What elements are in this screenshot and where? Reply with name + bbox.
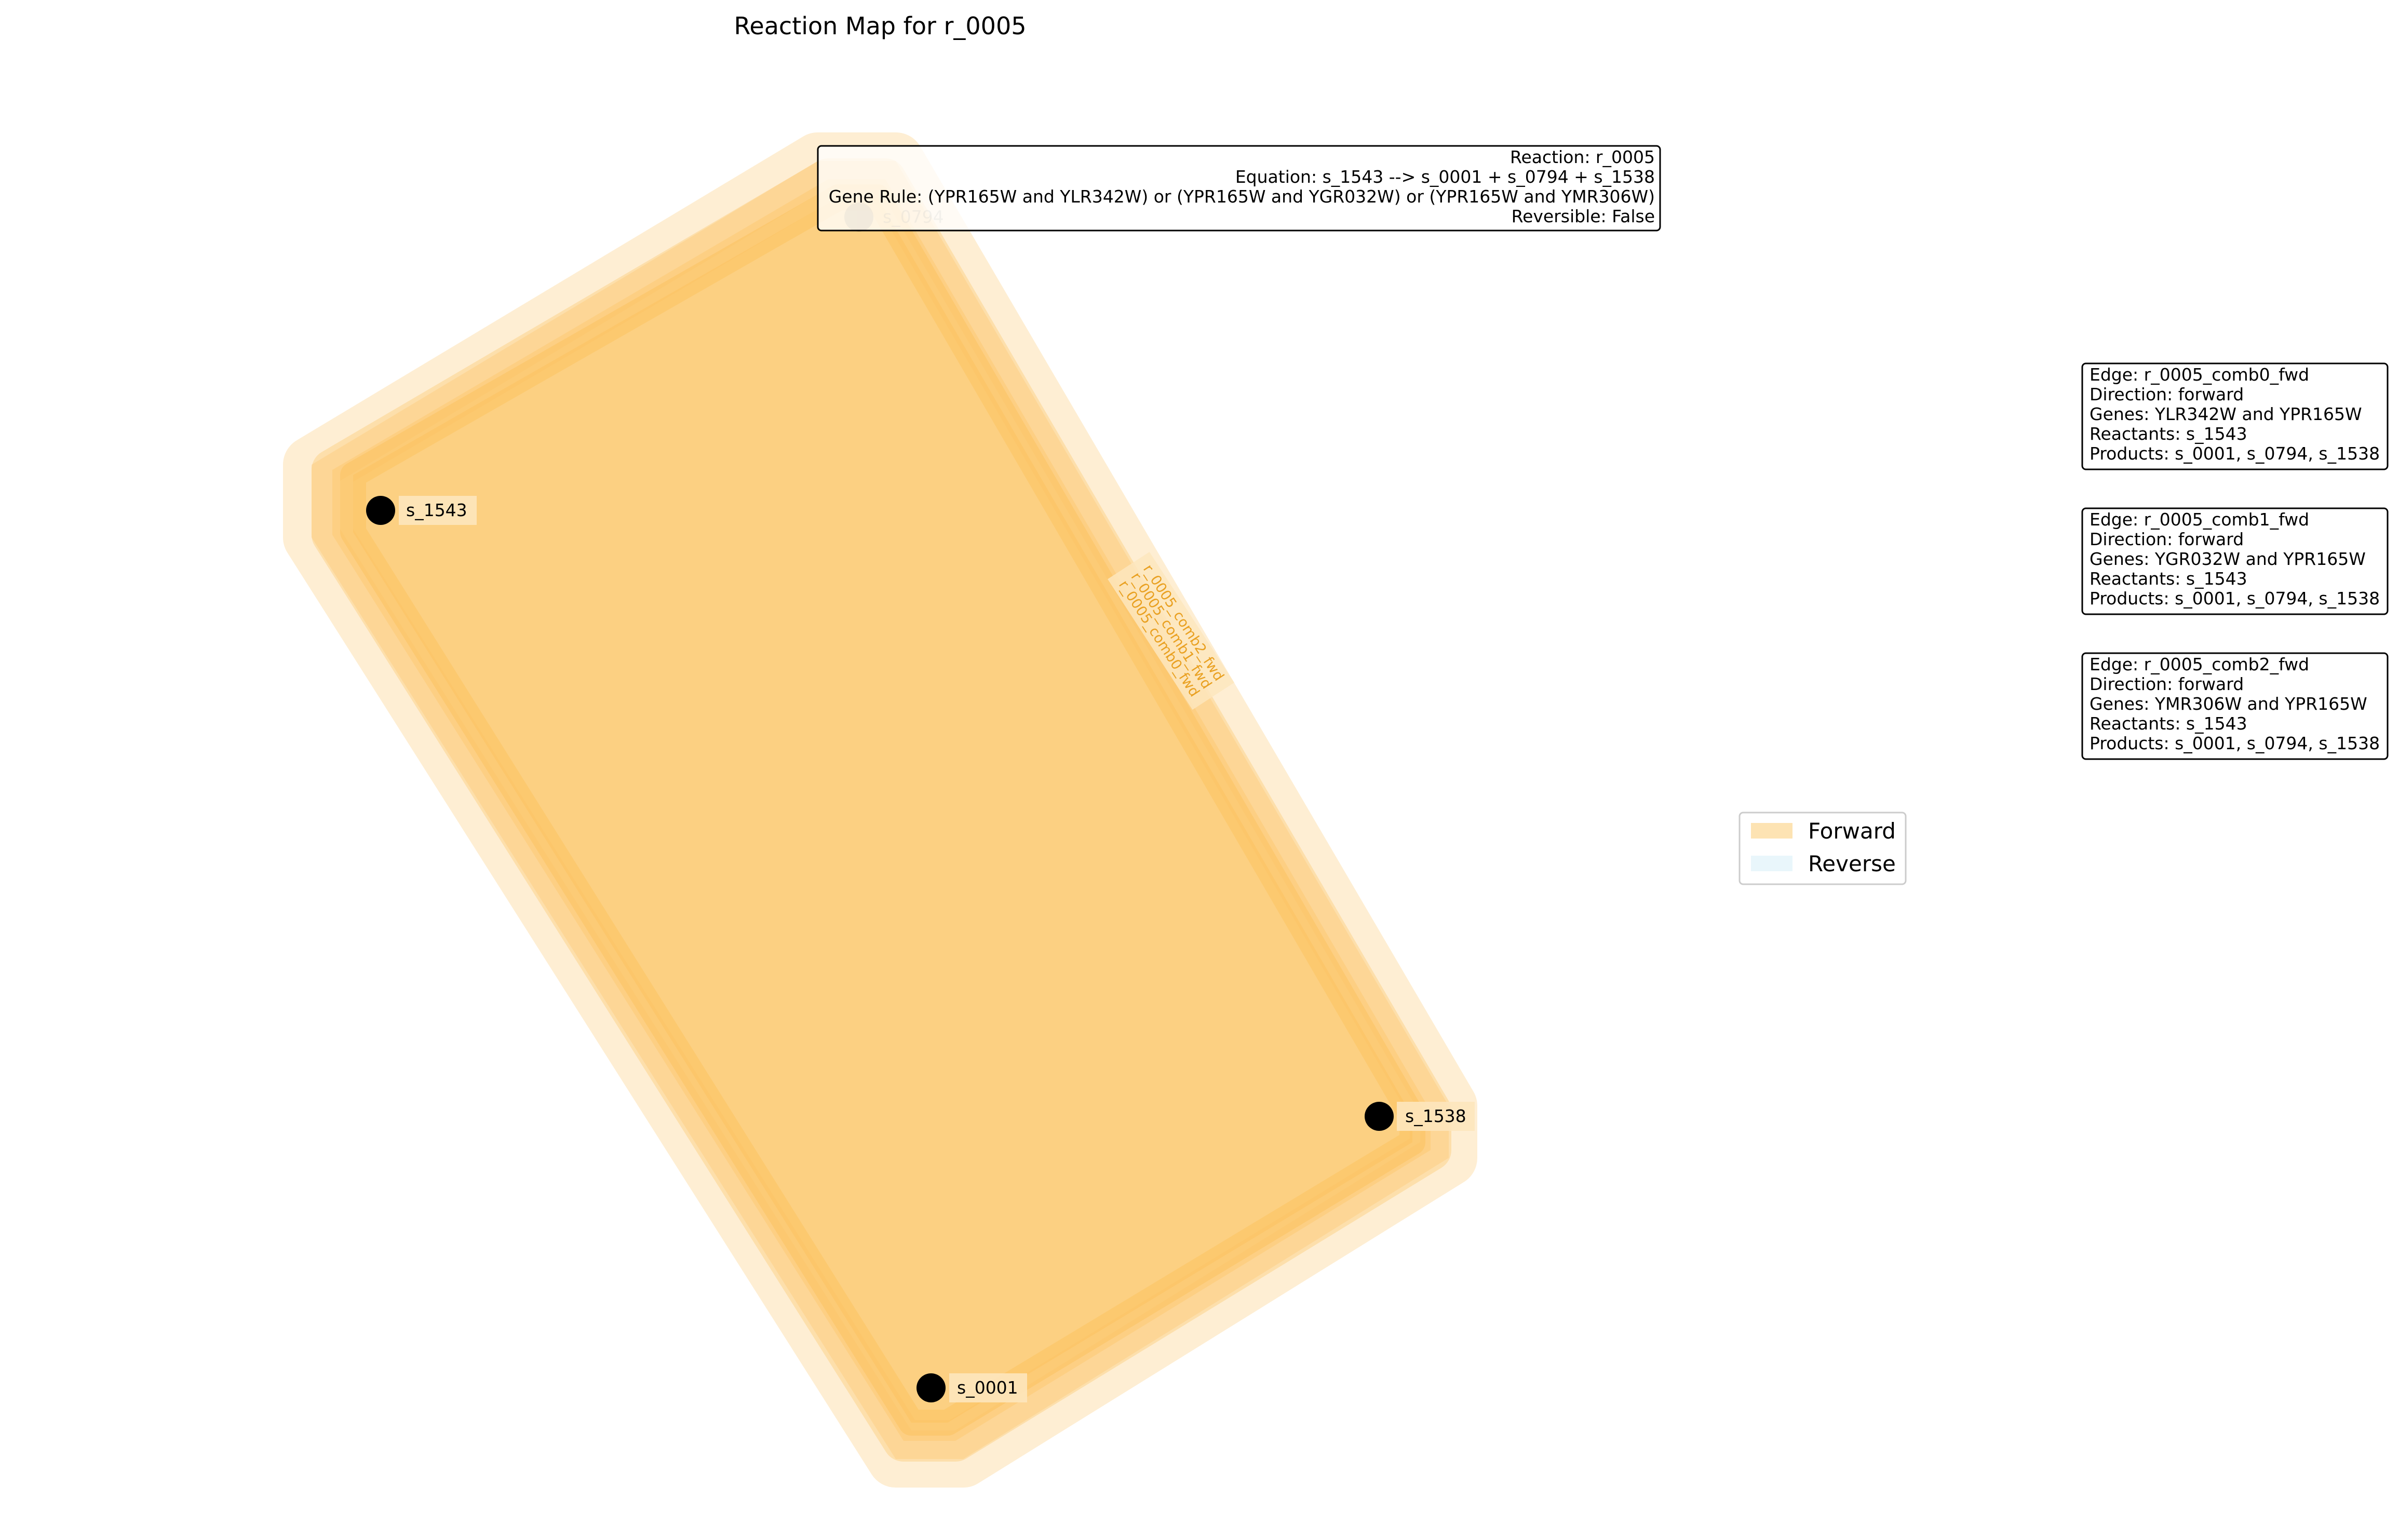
node-s_0001[interactable]: s_0001 — [917, 1373, 1027, 1402]
legend-label-reverse: Reverse — [1808, 851, 1896, 876]
edge-info-line: Products: s_0001, s_0794, s_1538 — [2090, 588, 2380, 609]
node-s_1543[interactable]: s_1543 — [366, 496, 477, 525]
edge-info-line: Direction: forward — [2090, 384, 2244, 404]
edge-info-box-r_0005_comb1_fwd: Edge: r_0005_comb1_fwd Direction: forwar… — [2081, 507, 2389, 615]
node-label: s_1543 — [406, 500, 467, 520]
node-s_1538[interactable]: s_1538 — [1365, 1102, 1475, 1131]
edge-info-line: Genes: YGR032W and YPR165W — [2090, 549, 2366, 569]
edge-info-line: Products: s_0001, s_0794, s_1538 — [2090, 443, 2380, 464]
reaction-info-line: Reversible: False — [1512, 206, 1655, 226]
figure-title: Reaction Map for r_0005 — [734, 12, 1027, 40]
hyperedge-group — [283, 132, 1477, 1488]
edge-info-box-frame — [2081, 507, 2389, 615]
node-label: s_1538 — [1405, 1106, 1466, 1126]
reaction-info-box: Reaction: r_0005 Equation: s_1543 --> s_… — [817, 145, 1661, 232]
edge-info-line: Direction: forward — [2090, 529, 2244, 549]
reaction-info-line: Gene Rule: (YPR165W and YLR342W) or (YPR… — [829, 186, 1655, 207]
reaction-info-box-frame — [817, 145, 1661, 232]
node-label-background — [399, 496, 477, 525]
edge-info-line: Edge: r_0005_comb0_fwd — [2090, 364, 2309, 385]
legend-swatch-reverse — [1751, 856, 1792, 871]
edge-info-line: Products: s_0001, s_0794, s_1538 — [2090, 733, 2380, 753]
edge-info-line: Edge: r_0005_comb2_fwd — [2090, 654, 2309, 674]
edge-label-background — [1108, 552, 1234, 710]
edge-info-box-frame — [2081, 652, 2389, 760]
edge-info-box-frame — [2081, 362, 2389, 470]
edge-info-box-r_0005_comb2_fwd: Edge: r_0005_comb2_fwd Direction: forwar… — [2081, 652, 2389, 760]
reaction-info-line: Reaction: r_0005 — [1510, 147, 1655, 167]
edge-info-line: Reactants: s_1543 — [2090, 713, 2247, 734]
edge-info-line: Reactants: s_1543 — [2090, 424, 2247, 444]
hyperedge-r_0005_comb2_fwd — [340, 184, 1425, 1436]
legend-swatch-forward — [1751, 823, 1792, 839]
reaction-info-line: Equation: s_1543 --> s_0001 + s_0794 + s… — [1235, 167, 1655, 187]
edge-info-line: Genes: YLR342W and YPR165W — [2090, 404, 2362, 424]
edge-info-box-r_0005_comb0_fwd: Edge: r_0005_comb0_fwd Direction: forwar… — [2081, 362, 2389, 470]
edge-info-line: Edge: r_0005_comb1_fwd — [2090, 509, 2309, 530]
edge-info-line: Reactants: s_1543 — [2090, 569, 2247, 589]
node-marker — [917, 1373, 946, 1402]
node-label-background — [1397, 1102, 1475, 1131]
legend-label-forward: Forward — [1808, 818, 1896, 844]
node-marker — [366, 496, 395, 525]
edge-info-line: Genes: YMR306W and YPR165W — [2090, 694, 2367, 714]
node-marker — [1365, 1102, 1394, 1131]
edge-info-line: Direction: forward — [2090, 674, 2244, 694]
node-label: s_0001 — [957, 1377, 1018, 1398]
legend: Forward Reverse — [1738, 812, 1907, 885]
node-label-background — [949, 1373, 1027, 1402]
